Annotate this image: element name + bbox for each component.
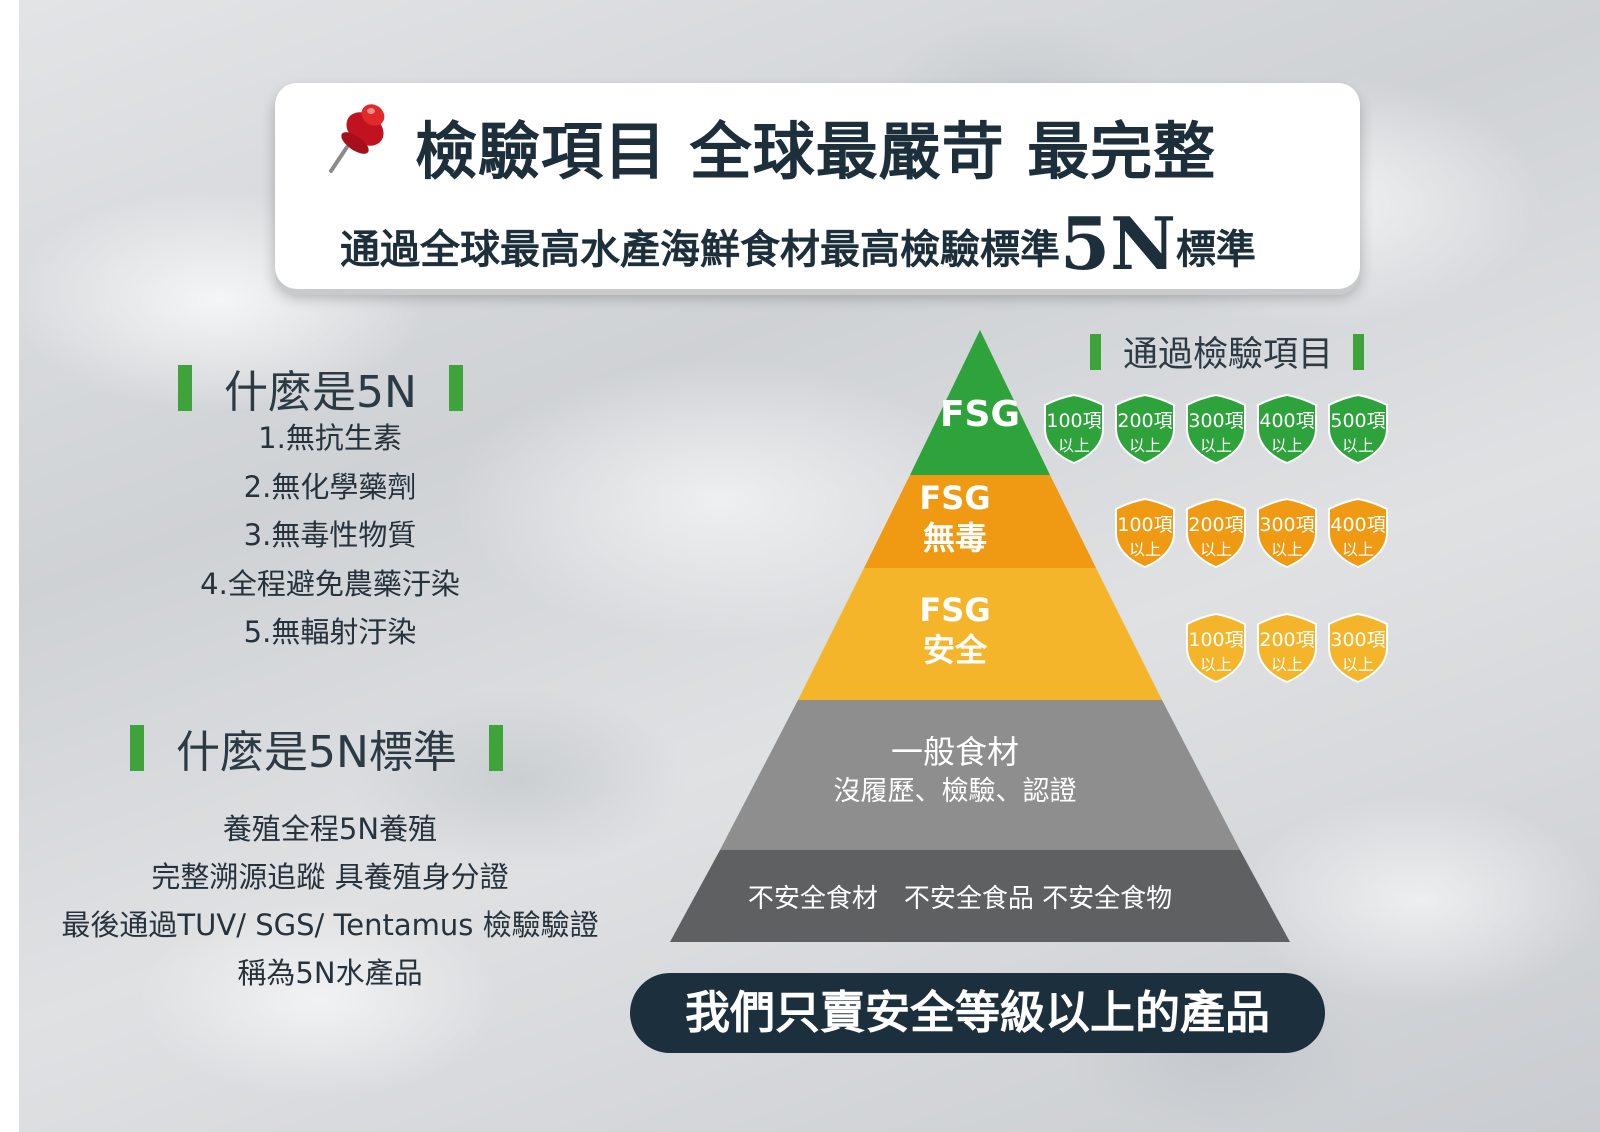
level-line2: 無毒: [922, 519, 987, 557]
shield-icon: [1186, 612, 1246, 684]
level-fsg-label: FSG: [939, 394, 1021, 435]
pyramid-shape: [670, 330, 1290, 942]
list-item: 完整溯源追蹤 具養殖身分證: [151, 860, 509, 894]
badge-count: 300項: [1259, 514, 1315, 536]
list-item: 養殖全程5N養殖: [222, 812, 438, 846]
pushpin-icon: [329, 104, 385, 173]
badge-count: 300項: [1330, 629, 1386, 651]
badge-suffix: 以上: [1057, 436, 1090, 455]
badge-count: 500項: [1330, 410, 1386, 432]
badge-shield: 300項以上: [1256, 497, 1318, 569]
shield-icon: [1328, 612, 1388, 684]
bottom-banner: 我們只賣安全等級以上的產品: [630, 973, 1325, 1053]
subtitle-text: 通過全球最高水產海鮮食材最高檢驗標準: [340, 226, 1060, 273]
badge-shield: 200項以上: [1256, 612, 1318, 684]
what-is-5n-standard-list: 養殖全程5N養殖完整溯源追蹤 具養殖身分證最後通過TUV/ SGS/ Tenta…: [30, 805, 630, 997]
list-item: 3.無毒性物質: [243, 518, 417, 552]
badge-count: 300項: [1188, 410, 1244, 432]
list-item: 2.無化學藥劑: [243, 469, 417, 504]
list-item: 稱為5N水產品: [237, 956, 423, 990]
shield-icon: [1257, 497, 1317, 569]
shield-icon: [1186, 497, 1246, 569]
badge-suffix: 以上: [1199, 655, 1232, 674]
page-subtitle: 通過全球最高水產海鮮食材最高檢驗標準5N標準: [340, 201, 1256, 286]
level-fsg-nontoxic-label: FSG 無毒: [880, 478, 1030, 558]
heading-text: 什麼是5N: [224, 367, 417, 418]
badge-shield: 300項以上: [1327, 612, 1389, 684]
shield-icon: [1186, 393, 1246, 465]
badge-suffix: 以上: [1128, 436, 1161, 455]
badge-suffix: 以上: [1199, 436, 1232, 455]
what-is-5n-heading: 什麼是5N: [178, 356, 463, 420]
badge-suffix: 以上: [1270, 436, 1303, 455]
badge-count: 200項: [1188, 514, 1244, 536]
badge-count: 200項: [1117, 410, 1173, 432]
badge-count: 400項: [1330, 514, 1386, 536]
pyramid-level-fsg-nontoxic: [864, 475, 1096, 568]
pyramid-level-unsafe: [670, 850, 1290, 942]
shield-icon: [1115, 393, 1175, 465]
badge-shield: 400項以上: [1327, 497, 1389, 569]
badge-count: 100項: [1117, 514, 1173, 536]
level-line2: 沒履歷、檢驗、認證: [833, 776, 1077, 807]
list-item: 最後通過TUV/ SGS/ Tentamus 檢驗驗證: [61, 908, 599, 942]
badge-count: 100項: [1046, 410, 1102, 432]
heading-bar-right: [448, 365, 463, 411]
heading-bar-right: [1353, 333, 1365, 370]
heading-text: 什麼是5N標準: [176, 727, 457, 778]
heading-bar-left: [178, 365, 192, 411]
what-is-5n-standard-heading: 什麼是5N標準: [130, 716, 503, 780]
badge-shield: 400項以上: [1256, 393, 1318, 465]
safety-pyramid: FSG FSG 無毒 FSG 安全 一般食材 沒履歷、檢驗、認證 不安全食材 不…: [650, 330, 1300, 960]
badge-count: 400項: [1259, 410, 1315, 432]
heading-bar-left: [1090, 333, 1101, 370]
badge-suffix: 以上: [1270, 655, 1303, 674]
subtitle-suffix: 標準: [1175, 226, 1256, 273]
pyramid-level-fsg-safe: [798, 568, 1162, 700]
shield-icon: [1044, 393, 1104, 465]
badge-shield: 500項以上: [1327, 393, 1389, 465]
shield-icon: [1115, 497, 1175, 569]
badge-shield: 100項以上: [1043, 393, 1105, 465]
badge-shield: 100項以上: [1185, 612, 1247, 684]
pyramid-level-general: [720, 700, 1240, 850]
level-general-label: 一般食材 沒履歷、檢驗、認證: [800, 732, 1110, 812]
level-line2: 安全: [922, 631, 987, 669]
legend-heading: 通過檢驗項目: [1090, 326, 1365, 377]
heading-bar-right: [488, 725, 503, 771]
what-is-5n-list: 1.無抗生素 2.無化學藥劑 3.無毒性物質 4.全程避免農藥汙染 5.無輻射汙染: [130, 414, 530, 657]
header-card: 檢驗項目 全球最嚴苛 最完整 通過全球最高水產海鮮食材最高檢驗標準5N標準: [275, 83, 1360, 289]
level-unsafe-label: 不安全食材 不安全食品 不安全食物: [747, 884, 1173, 914]
badge-suffix: 以上: [1270, 540, 1303, 559]
shield-icon: [1257, 393, 1317, 465]
level-line1: FSG: [919, 479, 991, 517]
shield-icon: [1328, 393, 1388, 465]
badge-suffix: 以上: [1341, 436, 1374, 455]
level-fsg-safe-label: FSG 安全: [880, 590, 1030, 670]
badge-suffix: 以上: [1341, 540, 1374, 559]
badge-shield: 200項以上: [1185, 497, 1247, 569]
pyramid-level-fsg: [910, 330, 1050, 475]
page-title: 檢驗項目 全球最嚴苛 最完整: [415, 115, 1217, 188]
level-line1: 一般食材: [890, 733, 1019, 771]
badge-suffix: 以上: [1199, 540, 1232, 559]
shield-icon: [1328, 497, 1388, 569]
legend-heading-text: 通過檢驗項目: [1123, 335, 1334, 375]
list-item: 1.無抗生素: [258, 421, 402, 455]
subtitle-5n: 5N: [1060, 201, 1176, 286]
list-item: 4.全程避免農藥汙染: [200, 566, 460, 601]
heading-bar-left: [130, 725, 144, 771]
level-line1: FSG: [919, 591, 991, 629]
badge-suffix: 以上: [1341, 655, 1374, 674]
badge-suffix: 以上: [1128, 540, 1161, 559]
badge-shield: 100項以上: [1114, 497, 1176, 569]
shield-icon: [1257, 612, 1317, 684]
badge-count: 200項: [1259, 629, 1315, 651]
list-item: 5.無輻射汙染: [243, 615, 417, 649]
badge-count: 100項: [1188, 629, 1244, 651]
badge-shield: 300項以上: [1185, 393, 1247, 465]
badge-shield: 200項以上: [1114, 393, 1176, 465]
